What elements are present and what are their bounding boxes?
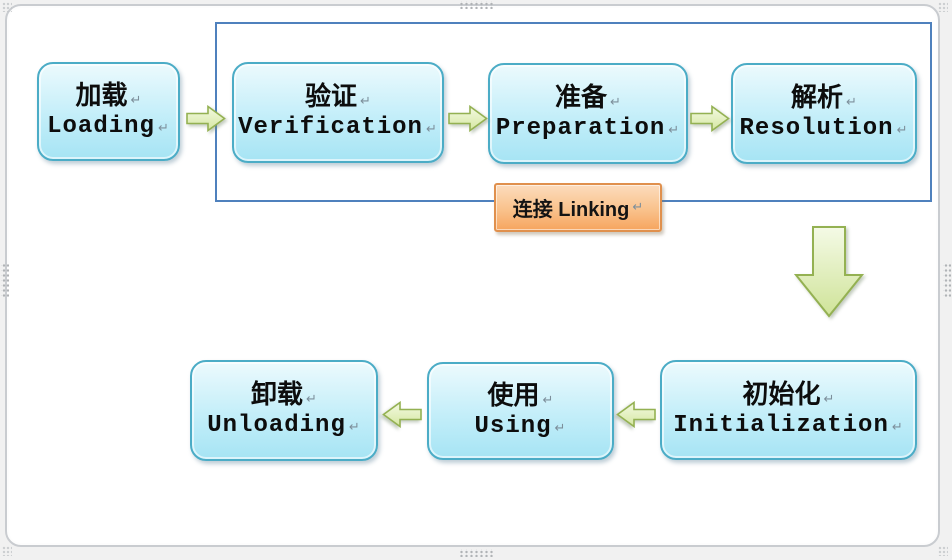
stage-label-zh: 使用↵ [487,380,554,411]
stage-label-en: Preparation↵ [495,115,681,143]
canvas-resize-handle-left[interactable] [1,263,9,297]
stage-label-en: Loading↵ [47,113,170,141]
stage-box-preparation[interactable]: 准备↵ Preparation↵ [488,63,688,164]
paragraph-mark: ↵ [348,420,361,436]
paragraph-mark: ↵ [554,420,567,436]
paragraph-mark: ↵ [896,123,909,139]
stage-box-resolution[interactable]: 解析↵ Resolution↵ [731,63,917,164]
canvas-resize-handle-top[interactable] [459,1,493,9]
linking-group-label[interactable]: 连接 Linking↵ [494,183,662,232]
flow-arrow-resolution-to-initialization[interactable] [792,226,866,318]
flow-arrow-using-to-unloading[interactable] [382,401,422,428]
linking-label-text: 连接 Linking [512,199,630,221]
stage-label-en: Using↵ [474,412,567,440]
stage-label-zh: 验证↵ [305,82,371,112]
flow-arrow-preparation-to-resolution[interactable] [690,105,730,132]
paragraph-mark: ↵ [632,200,644,215]
stage-box-initialization[interactable]: 初始化↵ Initialization↵ [660,360,917,460]
paragraph-mark: ↵ [130,93,142,108]
canvas-resize-handle-bottom-right[interactable] [938,546,948,556]
canvas-resize-handle-right[interactable] [943,263,951,297]
stage-box-using[interactable]: 使用↵ Using↵ [427,362,614,460]
stage-box-verification[interactable]: 验证↵ Verification↵ [232,62,444,163]
stage-label-en: Resolution↵ [739,115,909,143]
flow-arrow-loading-to-verification[interactable] [186,105,226,132]
paragraph-mark: ↵ [360,94,371,109]
stage-label-en: Initialization↵ [673,411,904,439]
paragraph-mark: ↵ [542,392,554,408]
paragraph-mark: ↵ [306,392,317,407]
stage-box-unloading[interactable]: 卸载↵ Unloading↵ [190,360,378,461]
stage-label-zh: 卸载↵ [251,380,317,410]
stage-label-en: Unloading↵ [207,412,361,440]
paragraph-mark: ↵ [668,123,681,139]
canvas-resize-handle-top-left[interactable] [2,2,12,12]
paragraph-mark: ↵ [425,122,438,138]
paragraph-mark: ↵ [610,95,621,110]
stage-label-en: Verification↵ [238,114,438,142]
canvas-resize-handle-bottom-left[interactable] [2,546,12,556]
canvas-resize-handle-top-right[interactable] [938,2,948,12]
flow-arrow-initialization-to-using[interactable] [616,401,656,428]
paragraph-mark: ↵ [157,121,170,137]
stage-box-loading[interactable]: 加载↵ Loading↵ [37,62,180,161]
stage-label-zh: 初始化↵ [742,379,835,410]
paragraph-mark: ↵ [823,391,835,407]
stage-label-zh: 加载↵ [75,81,142,111]
stage-label-zh: 准备↵ [555,83,621,113]
flow-arrow-verification-to-preparation[interactable] [448,105,488,132]
stage-label-zh: 解析↵ [791,83,857,113]
paragraph-mark: ↵ [891,419,904,435]
paragraph-mark: ↵ [846,95,857,110]
canvas-resize-handle-bottom[interactable] [459,549,493,557]
